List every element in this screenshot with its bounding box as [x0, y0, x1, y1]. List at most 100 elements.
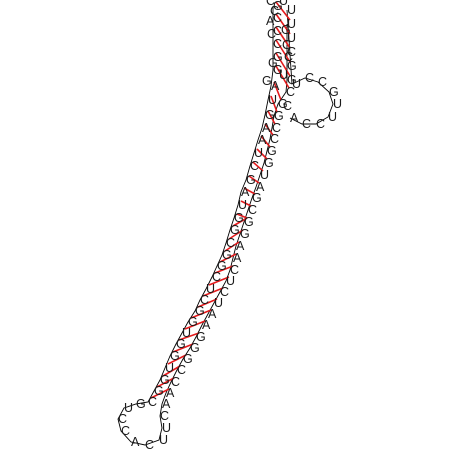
nucleotide: A: [131, 435, 140, 449]
base-pair-bond: [156, 377, 175, 388]
nucleotide: G: [183, 352, 193, 366]
nucleotide: U: [214, 296, 223, 310]
base-pair-bond: [197, 298, 218, 308]
nucleotide: C: [267, 27, 276, 41]
base-pair-bond: [172, 343, 194, 353]
base-pair-bond: [248, 175, 260, 184]
nucleotide: A: [208, 307, 217, 321]
base-pair-bond: [256, 148, 268, 160]
nucleotide: U: [287, 31, 296, 45]
nucleotide: C: [250, 159, 259, 173]
backbone-strand: [117, 6, 288, 446]
base-pair-bond: [273, 81, 282, 101]
base-pair-bond: [275, 26, 291, 49]
nucleotide: C: [316, 117, 325, 131]
nucleotide: U: [162, 421, 171, 435]
nucleotide: C: [121, 424, 130, 438]
nucleotide: G: [244, 215, 254, 229]
base-pair-bond: [214, 265, 234, 274]
base-pair-bond: [240, 200, 252, 207]
nucleotide: G: [265, 108, 275, 122]
nucleotide: A: [233, 251, 242, 265]
nucleotide: G: [234, 211, 244, 225]
nucleotide: C: [177, 363, 186, 377]
base-pair-bond: [208, 276, 230, 286]
nucleotide: C: [148, 395, 157, 409]
base-pair-bond: [252, 161, 264, 172]
nucleotide: C: [318, 75, 327, 89]
nucleotide: C: [200, 293, 209, 307]
nucleotide: C: [283, 99, 292, 113]
nucleotide: G: [217, 259, 227, 273]
nucleotide: G: [273, 50, 283, 64]
nucleotide: G: [278, 97, 288, 111]
nucleotide: C: [284, 50, 293, 64]
nucleotide: A: [166, 386, 175, 400]
nucleotide: G: [287, 59, 297, 73]
nucleotide: U: [165, 361, 174, 375]
nucleotide: C: [118, 412, 127, 426]
nucleotide: U: [238, 198, 247, 212]
nucleotide: A: [236, 239, 245, 253]
nucleotide: A: [271, 79, 280, 93]
base-pair-bond: [264, 123, 274, 136]
nucleotide: U: [292, 77, 301, 91]
base-pair-bond: [275, 65, 290, 89]
nucleotide: C: [287, 45, 296, 59]
nucleotide: C: [226, 236, 235, 250]
nucleotide: C: [270, 132, 279, 146]
nucleotide: G: [267, 144, 277, 158]
nucleotide: C: [273, 24, 282, 38]
nucleotide: C: [160, 409, 169, 423]
nucleotide: C: [273, 11, 282, 25]
nucleotide: G: [287, 73, 297, 87]
nucleotide: C: [266, 0, 275, 8]
nucleotide: G: [190, 341, 200, 355]
nucleotide: G: [136, 397, 146, 411]
base-pair-bond: [150, 388, 170, 399]
base-pair-bond: [243, 187, 256, 195]
nucleotide: U: [182, 326, 191, 340]
base-pair-bond: [202, 287, 224, 297]
nucleotide: U: [159, 433, 168, 447]
nucleotide: C: [171, 375, 180, 389]
nucleotide: A: [241, 185, 250, 199]
base-pair-bond: [162, 365, 181, 377]
nucleotide: C: [212, 270, 221, 284]
nucleotide: G: [274, 109, 284, 123]
base-pair-bond: [232, 217, 248, 227]
nucleotide: G: [176, 337, 186, 351]
nucleotide: G: [188, 315, 198, 329]
nucleotide: G: [170, 349, 180, 363]
nucleotide: U: [287, 17, 296, 31]
nucleotide: A: [202, 318, 211, 332]
nucleotide: U: [287, 3, 296, 17]
base-pair-bond: [267, 110, 276, 125]
base-pair-bond: [275, 13, 291, 35]
nucleotide: C: [145, 438, 154, 452]
nucleotide: G: [246, 173, 256, 187]
base-pair-bond: [178, 332, 200, 341]
base-pair-bond: [167, 354, 187, 365]
nucleotide: A: [266, 14, 275, 28]
nucleotide: U: [254, 146, 263, 160]
nucleotide: G: [262, 74, 272, 88]
nucleotide: G: [195, 304, 205, 318]
nucleotide: G: [240, 227, 250, 241]
nucleotide: C: [230, 263, 239, 277]
nucleotide: A: [290, 111, 299, 125]
nucleotide: U: [268, 93, 277, 107]
nucleotide: G: [154, 384, 164, 398]
base-pair-bond: [224, 241, 240, 252]
base-pair-bond: [275, 52, 291, 77]
nucleotide: G: [222, 248, 232, 262]
nucleotide: U: [333, 97, 342, 111]
nucleotide: G: [264, 156, 274, 170]
nucleotide: C: [286, 85, 295, 99]
nucleotide: U: [279, 68, 288, 82]
nucleotide: U: [279, 0, 288, 8]
base-pair-bond: [184, 320, 206, 330]
nucleotide: A: [162, 397, 171, 411]
nucleotide: C: [273, 37, 282, 51]
